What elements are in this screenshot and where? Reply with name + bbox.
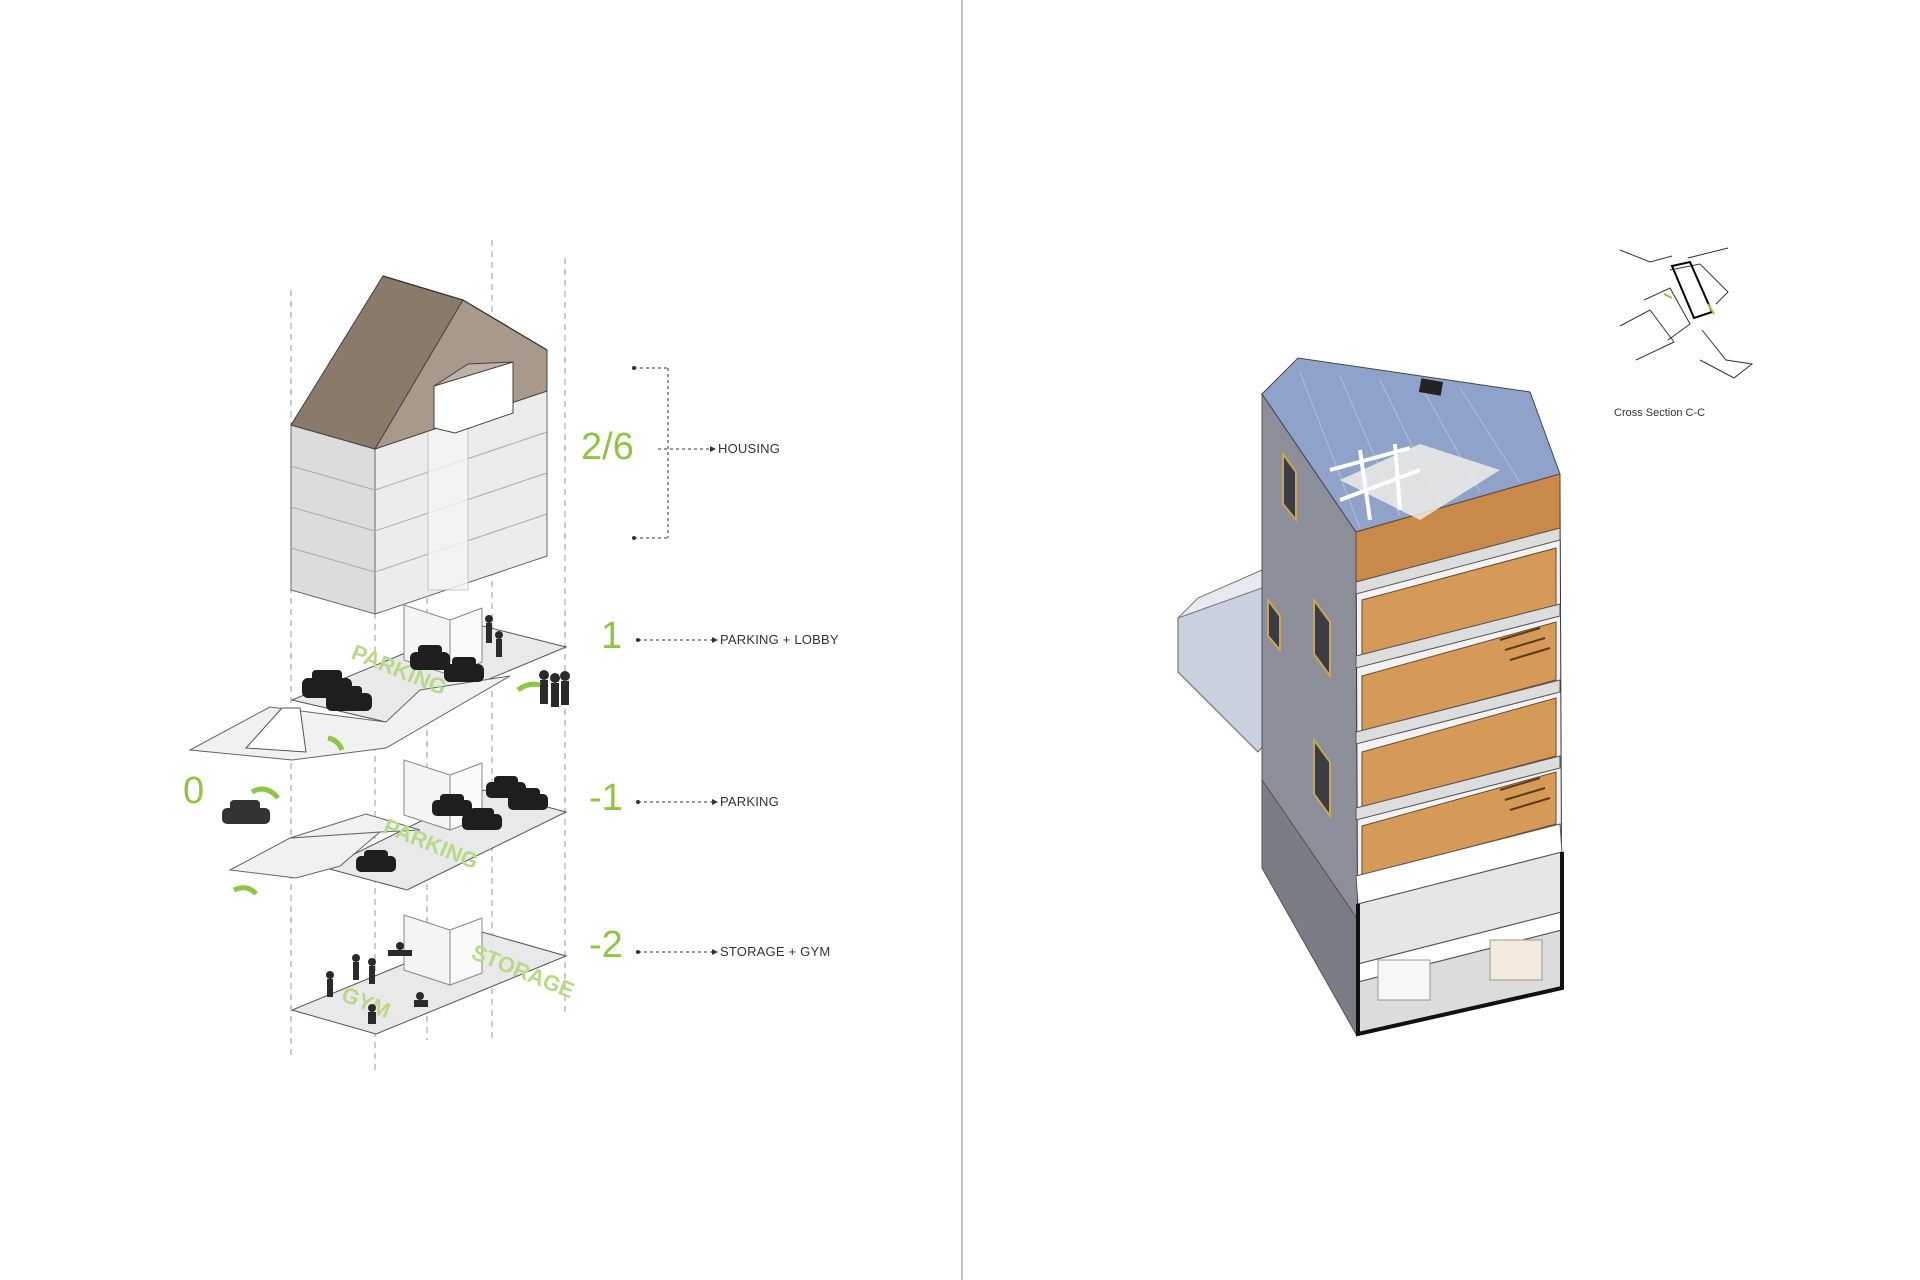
roof-truss-icon (1329, 443, 1421, 521)
key-plan-caption: Cross Section C-C (1614, 407, 1705, 419)
level-number-1: 1 (601, 615, 622, 657)
entry-arrow-icon (516, 681, 541, 693)
level-1-slab: PARKING (188, 604, 570, 761)
level-number-housing: 2/6 (581, 426, 634, 468)
basement-wall (1356, 852, 1564, 1037)
parking-levels (1355, 823, 1563, 1035)
facade-windows (1267, 450, 1331, 820)
program-label-housing: HOUSING (718, 441, 780, 456)
sectional-perspective-render: Cross Section C-C (1177, 247, 1754, 1037)
people-silhouettes-icon (485, 615, 570, 707)
leader-level-minus-2 (636, 949, 718, 955)
level-minus-2-slab: STORAGE GYM (290, 914, 578, 1035)
level-number-minus-2: -2 (589, 924, 623, 966)
roof-skylight (1418, 378, 1444, 396)
level-number-minus-1: -1 (589, 777, 623, 819)
car-icon-b1 (356, 776, 548, 872)
gym-people-icon (326, 942, 428, 1024)
housing-volume (290, 275, 548, 615)
ramp-arrow-icon (327, 735, 345, 752)
leader-level-minus-1 (636, 799, 718, 805)
housing-bracket (632, 366, 716, 540)
program-label-level-minus-1: PARKING (720, 794, 779, 809)
exploded-axonometric-diagram: PARKING (183, 240, 839, 1072)
section-marker-icon (1663, 293, 1673, 299)
key-plan (1619, 247, 1754, 379)
street-car-icon (222, 800, 270, 824)
level-number-0: 0 (183, 770, 204, 812)
street-arrow-icon (250, 786, 280, 800)
car-icon (302, 645, 484, 711)
program-label-level-1: PARKING + LOBBY (720, 632, 839, 647)
level-minus-1-slab: PARKING (222, 759, 568, 896)
ramp-down-arrow-icon (233, 885, 258, 896)
program-label-level-minus-2: STORAGE + GYM (720, 944, 830, 959)
leader-level-1 (636, 637, 718, 643)
stair-icon (1499, 627, 1551, 811)
